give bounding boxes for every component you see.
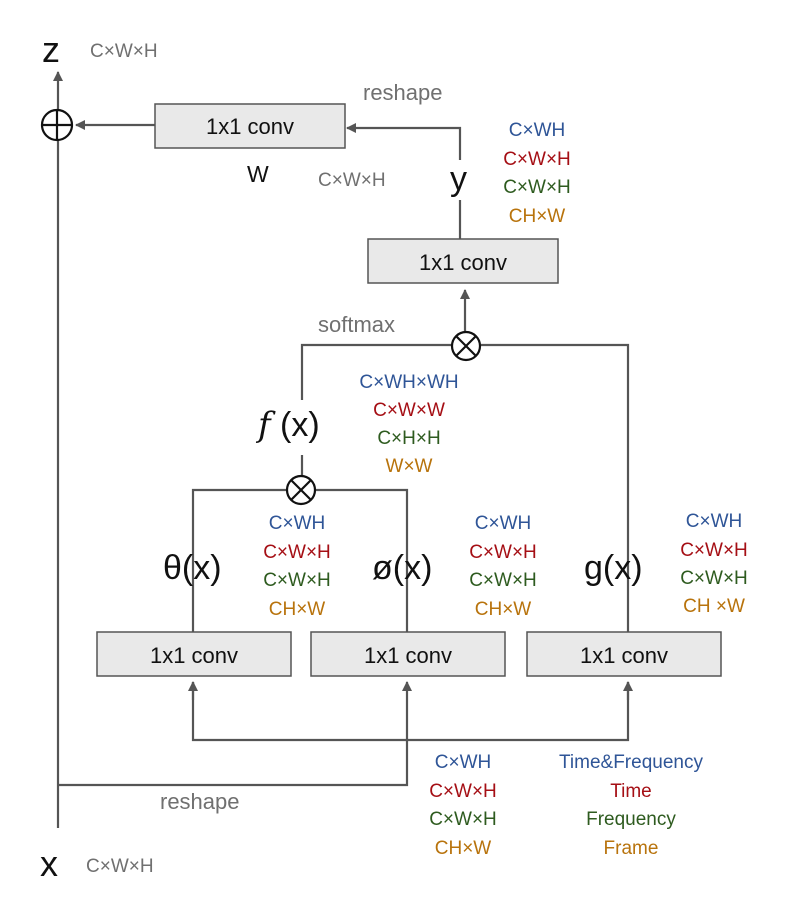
fx-argument: (x) (280, 406, 320, 444)
x-dim-label: C×W×H (86, 856, 154, 877)
g-label: g(x) (584, 549, 643, 587)
theta-dim-frame: CH×W (269, 599, 326, 620)
g-dims: C×WH C×W×H C×W×H CH ×W (680, 511, 748, 617)
fx-dim-frequency: C×H×H (377, 428, 440, 449)
reshape-top-label: reshape (363, 80, 443, 105)
sum-operator (40, 108, 74, 142)
phi-dims: C×WH C×W×H C×W×H CH×W (469, 513, 537, 620)
mid-dim-label: C×W×H (318, 170, 386, 191)
w-label: W (247, 161, 269, 187)
y-conv-box: 1x1 conv (367, 238, 559, 284)
theta-dim-frequency: C×W×H (263, 570, 331, 591)
g-conv-label: 1x1 conv (580, 643, 668, 668)
softmax-label: softmax (318, 312, 395, 337)
y-conv-label: 1x1 conv (419, 250, 507, 275)
y-dims: C×WH C×W×H C×W×H CH×W (503, 120, 571, 227)
fx-dim-time-frequency: C×WH×WH (359, 372, 458, 393)
theta-dims: C×WH C×W×H C×W×H CH×W (263, 513, 331, 620)
y-to-top-conv-arrow (346, 123, 462, 160)
theta-label: θ(x) (163, 549, 222, 587)
legend-frequency: Frequency (586, 809, 676, 830)
g-dim-time-frequency: C×WH (686, 511, 742, 532)
phi-dim-frequency: C×W×H (469, 570, 537, 591)
softmax-multiply-operator (450, 330, 482, 362)
reshape-input-line (58, 681, 412, 787)
phi-dim-time-frequency: C×WH (475, 513, 531, 534)
z-label: z (42, 29, 60, 70)
input-dim-frequency: C×W×H (429, 809, 497, 830)
fx-label: f (x) (255, 405, 320, 445)
z-dim-label: C×W×H (90, 41, 158, 62)
theta-branch-line (191, 488, 288, 632)
legend-time: Time (610, 781, 652, 802)
phi-dim-frame: CH×W (475, 599, 532, 620)
fx-dim-frame: W×W (386, 456, 433, 477)
softmax-line (300, 343, 453, 400)
fx-function-letter: f (255, 405, 276, 445)
g-branch-line (481, 343, 630, 632)
theta-conv-box: 1x1 conv (96, 631, 292, 677)
legend: Time&Frequency Time Frequency Frame (559, 752, 703, 859)
input-dim-time-frequency: C×WH (435, 752, 491, 773)
input-dim-frame: CH×W (435, 838, 492, 859)
phi-conv-label: 1x1 conv (364, 643, 452, 668)
legend-time-frequency: Time&Frequency (559, 752, 703, 773)
g-dim-frame: CH ×W (683, 596, 745, 617)
input-dims: C×WH C×W×H C×W×H CH×W (429, 752, 497, 859)
theta-conv-label: 1x1 conv (150, 643, 238, 668)
input-bus-line (191, 682, 630, 742)
theta-dim-time-frequency: C×WH (269, 513, 325, 534)
phi-label: ø(x) (372, 549, 432, 587)
top-conv-label: 1x1 conv (206, 114, 294, 139)
fx-dims: C×WH×WH C×W×W C×H×H W×W (359, 372, 458, 477)
fx-dim-time: C×W×W (373, 400, 445, 421)
phi-branch-line (316, 488, 409, 632)
g-dim-frequency: C×W×H (680, 568, 748, 589)
y-dim-time-frequency: C×WH (509, 120, 565, 141)
legend-frame: Frame (604, 838, 659, 859)
phi-conv-box: 1x1 conv (310, 631, 506, 677)
reshape-bottom-label: reshape (160, 789, 240, 814)
theta-dim-time: C×W×H (263, 542, 331, 563)
y-dim-frequency: C×W×H (503, 177, 571, 198)
phi-dim-time: C×W×H (469, 542, 537, 563)
input-dim-time: C×W×H (429, 781, 497, 802)
g-dim-time: C×W×H (680, 540, 748, 561)
y-dim-frame: CH×W (509, 206, 566, 227)
theta-phi-multiply-operator (285, 474, 317, 506)
y-label: y (450, 160, 467, 198)
g-conv-box: 1x1 conv (526, 631, 722, 677)
top-conv-box: 1x1 conv (154, 103, 346, 149)
y-dim-time: C×W×H (503, 149, 571, 170)
x-label: x (40, 843, 58, 884)
